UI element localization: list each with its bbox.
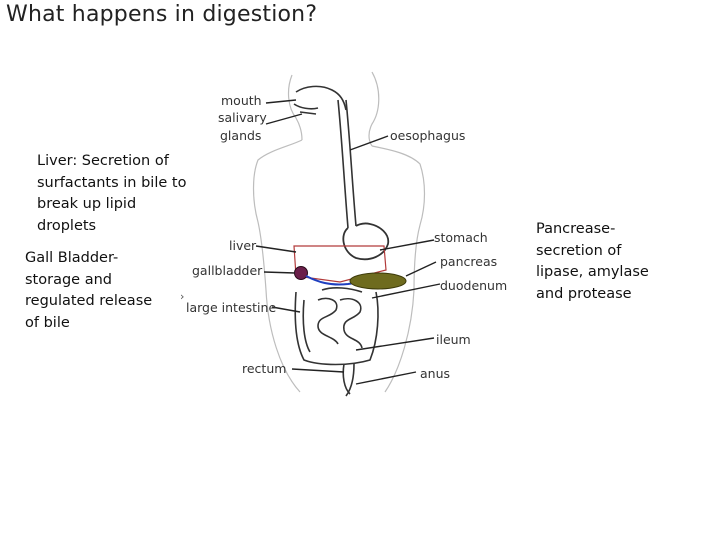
bile-duct [305,275,363,286]
label-anus: anus [420,366,450,381]
gall-bladder-note: Gall Bladder- storage and regulated rele… [25,250,153,331]
label-oesophagus: oesophagus [390,128,465,143]
label-liver: liver [229,238,257,253]
pancreas-shape [349,272,407,290]
mouth-shape [293,85,347,115]
intestines [294,287,379,397]
label-mouth: mouth [221,93,262,108]
label-pancreas: pancreas [440,254,497,269]
label-stomach: stomach [434,230,488,245]
label-rectum: rectum [242,361,286,376]
label-gallbladder: gallbladder [192,263,263,278]
pancreas-note: Pancrease- secretion of lipase, amylase … [536,221,649,302]
stomach-shape [342,222,390,261]
slide-title: What happens in digestion? [6,2,318,27]
label-ileum: ileum [436,332,471,347]
stray-mark: › [180,290,185,303]
label-duodenum: duodenum [440,278,507,293]
label-large-intestine: large intestine [186,300,276,315]
label-glands: glands [220,128,261,143]
body-outline [252,71,426,393]
pointer-lines [255,99,441,385]
label-salivary: salivary [218,110,267,125]
gallbladder-shape [294,266,308,280]
oesophagus-tube [337,99,357,229]
liver-note: Liver: Secretion of surfactants in bile … [37,153,187,234]
